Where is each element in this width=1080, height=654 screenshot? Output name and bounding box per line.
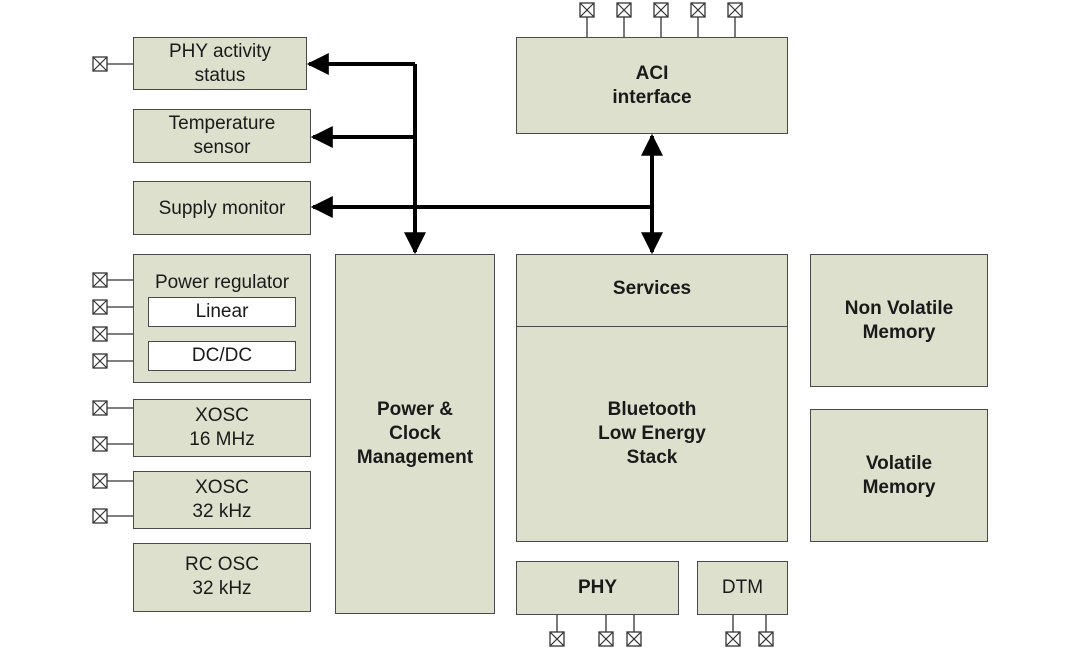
crossed-box-pin-icon bbox=[92, 299, 108, 315]
crossed-box-pin-icon bbox=[616, 2, 632, 18]
dcdc-label: DC/DC bbox=[191, 345, 253, 366]
rc-osc-32khz-block: RC OSC 32 kHz bbox=[133, 543, 311, 612]
crossed-box-pin-icon bbox=[690, 2, 706, 18]
xosc-32khz-block: XOSC 32 kHz bbox=[133, 471, 311, 529]
services-ble-stack-block: Services Bluetooth Low Energy Stack bbox=[516, 254, 788, 542]
crossed-box-pin-icon bbox=[92, 400, 108, 416]
phy-activity-status-label: PHY activity status bbox=[168, 41, 272, 86]
crossed-box-pin-icon bbox=[92, 436, 108, 452]
non-volatile-memory-label: Non Volatile Memory bbox=[844, 298, 954, 343]
temperature-sensor-label: Temperature sensor bbox=[168, 113, 276, 158]
linear-regulator-block: Linear bbox=[148, 297, 296, 327]
dcdc-regulator-block: DC/DC bbox=[148, 341, 296, 371]
crossed-box-pin-icon bbox=[598, 631, 614, 647]
crossed-box-pin-icon bbox=[549, 631, 565, 647]
crossed-box-pin-icon bbox=[579, 2, 595, 18]
xosc-32khz-label: XOSC 32 kHz bbox=[192, 477, 252, 522]
power-regulator-label: Power regulator bbox=[154, 272, 290, 293]
xosc-16mhz-label: XOSC 16 MHz bbox=[189, 405, 255, 450]
volatile-memory-label: Volatile Memory bbox=[862, 453, 936, 498]
crossed-box-pin-icon bbox=[92, 353, 108, 369]
supply-monitor-block: Supply monitor bbox=[133, 181, 311, 235]
rc-osc-32khz-label: RC OSC 32 kHz bbox=[185, 554, 259, 599]
volatile-memory-block: Volatile Memory bbox=[810, 409, 988, 542]
crossed-box-pin-icon bbox=[727, 2, 743, 18]
crossed-box-pin-icon bbox=[626, 631, 642, 647]
aci-interface-label: ACI interface bbox=[612, 63, 692, 108]
services-separator bbox=[517, 326, 787, 327]
crossed-box-pin-icon bbox=[758, 631, 774, 647]
phy-block: PHY bbox=[516, 561, 679, 615]
supply-monitor-label: Supply monitor bbox=[158, 198, 286, 219]
crossed-box-pin-icon bbox=[92, 326, 108, 342]
dtm-block: DTM bbox=[697, 561, 788, 615]
power-clock-management-label: Power & Clock Management bbox=[356, 399, 474, 468]
aci-interface-block: ACI interface bbox=[516, 37, 788, 134]
phy-label: PHY bbox=[577, 577, 618, 598]
crossed-box-pin-icon bbox=[653, 2, 669, 18]
dtm-label: DTM bbox=[721, 577, 764, 598]
xosc-16mhz-block: XOSC 16 MHz bbox=[133, 399, 311, 457]
crossed-box-pin-icon bbox=[92, 473, 108, 489]
ble-stack-label: Bluetooth Low Energy Stack bbox=[598, 399, 706, 468]
services-label: Services bbox=[612, 278, 692, 299]
linear-label: Linear bbox=[195, 301, 249, 322]
crossed-box-pin-icon bbox=[725, 631, 741, 647]
phy-activity-status-block: PHY activity status bbox=[133, 37, 307, 90]
crossed-box-pin-icon bbox=[92, 56, 108, 72]
power-clock-management-block: Power & Clock Management bbox=[335, 254, 495, 614]
non-volatile-memory-block: Non Volatile Memory bbox=[810, 254, 988, 387]
crossed-box-pin-icon bbox=[92, 272, 108, 288]
crossed-box-pin-icon bbox=[92, 508, 108, 524]
temperature-sensor-block: Temperature sensor bbox=[133, 109, 311, 163]
power-regulator-block: Power regulator Linear DC/DC bbox=[133, 254, 311, 383]
